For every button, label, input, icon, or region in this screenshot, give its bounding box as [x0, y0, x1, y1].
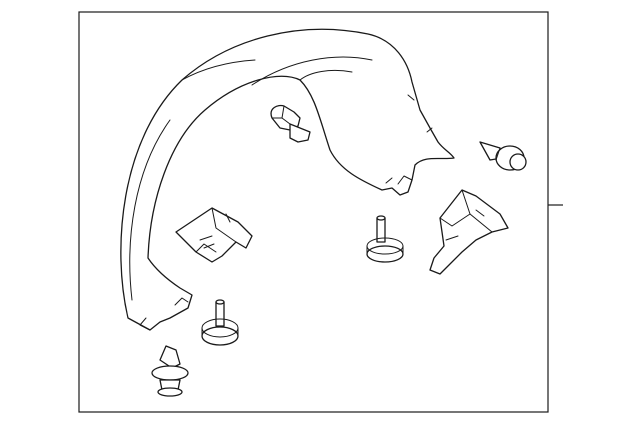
- stud-pin-icon: [366, 215, 404, 263]
- push-pin-fastener-icon: [479, 141, 527, 171]
- stud-pin-icon: [201, 299, 239, 346]
- wheel-arch-liner-icon: [120, 28, 455, 331]
- push-pin-fastener-icon: [270, 104, 311, 143]
- push-pin-fastener-icon: [151, 345, 189, 397]
- assembly-frame: [78, 11, 549, 413]
- mounting-bracket-icon: [175, 207, 253, 263]
- mounting-bracket-icon: [429, 189, 509, 275]
